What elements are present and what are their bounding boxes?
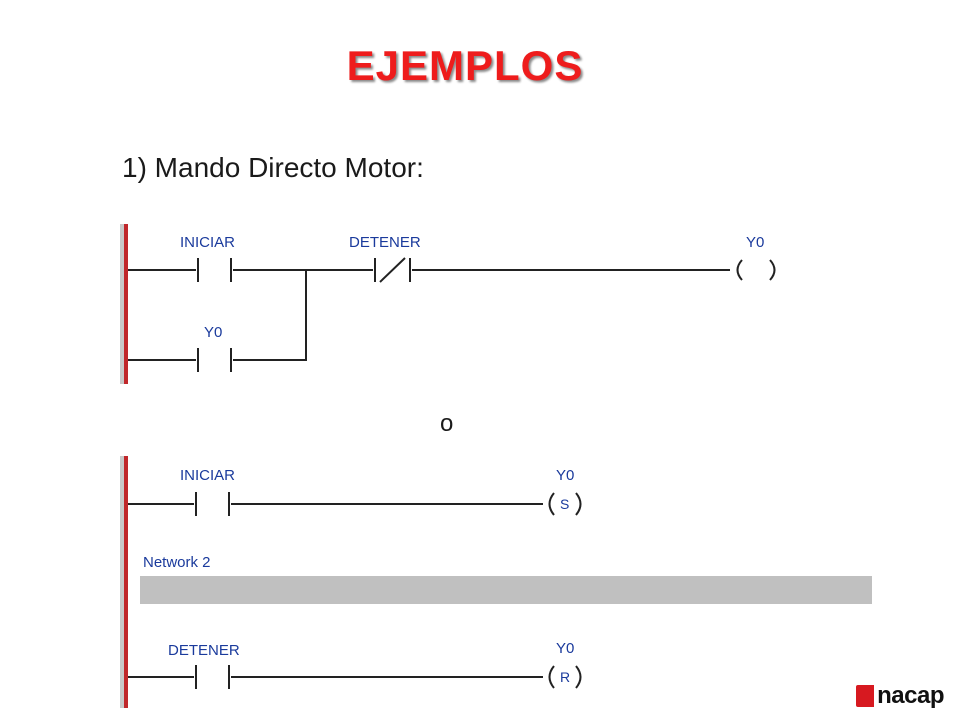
nc-contact-slash (379, 257, 406, 283)
logo-text: nacap (877, 682, 944, 709)
coil-right (769, 259, 776, 281)
coil-right (575, 665, 582, 689)
power-rail (124, 456, 128, 708)
logo-mark-icon (856, 685, 875, 707)
ladder-diagram-2: INICIAR S Y0 Network 2 DETENER R Y0 (120, 456, 872, 708)
power-rail-shadow (120, 224, 124, 384)
network-2-label: Network 2 (143, 554, 211, 571)
coil-letter-reset: R (560, 669, 570, 685)
coil-left (736, 259, 743, 281)
contact-label-iniciar: INICIAR (180, 467, 235, 484)
coil-right (575, 492, 582, 516)
power-rail-shadow (120, 456, 124, 708)
coil-left (548, 492, 555, 516)
coil-label-y0: Y0 (746, 234, 764, 251)
separator-text: o (440, 410, 454, 437)
inacap-logo: nacap (856, 682, 944, 710)
slide-subtitle: 1) Mando Directo Motor: (122, 152, 424, 183)
contact-label-detener: DETENER (349, 234, 421, 251)
contact-label-iniciar: INICIAR (180, 234, 235, 251)
coil-label-y0: Y0 (556, 640, 574, 657)
coil-label-y0: Y0 (556, 467, 574, 484)
power-rail (124, 224, 128, 384)
coil-letter-set: S (560, 496, 569, 512)
contact-label-y0: Y0 (204, 324, 222, 341)
coil-left (548, 665, 555, 689)
network-2-bar (140, 576, 872, 604)
slide-title: EJEMPLOS (346, 42, 584, 89)
contact-label-detener: DETENER (168, 642, 240, 659)
ladder-diagram-1: INICIAR DETENER Y0 Y0 (120, 224, 776, 384)
